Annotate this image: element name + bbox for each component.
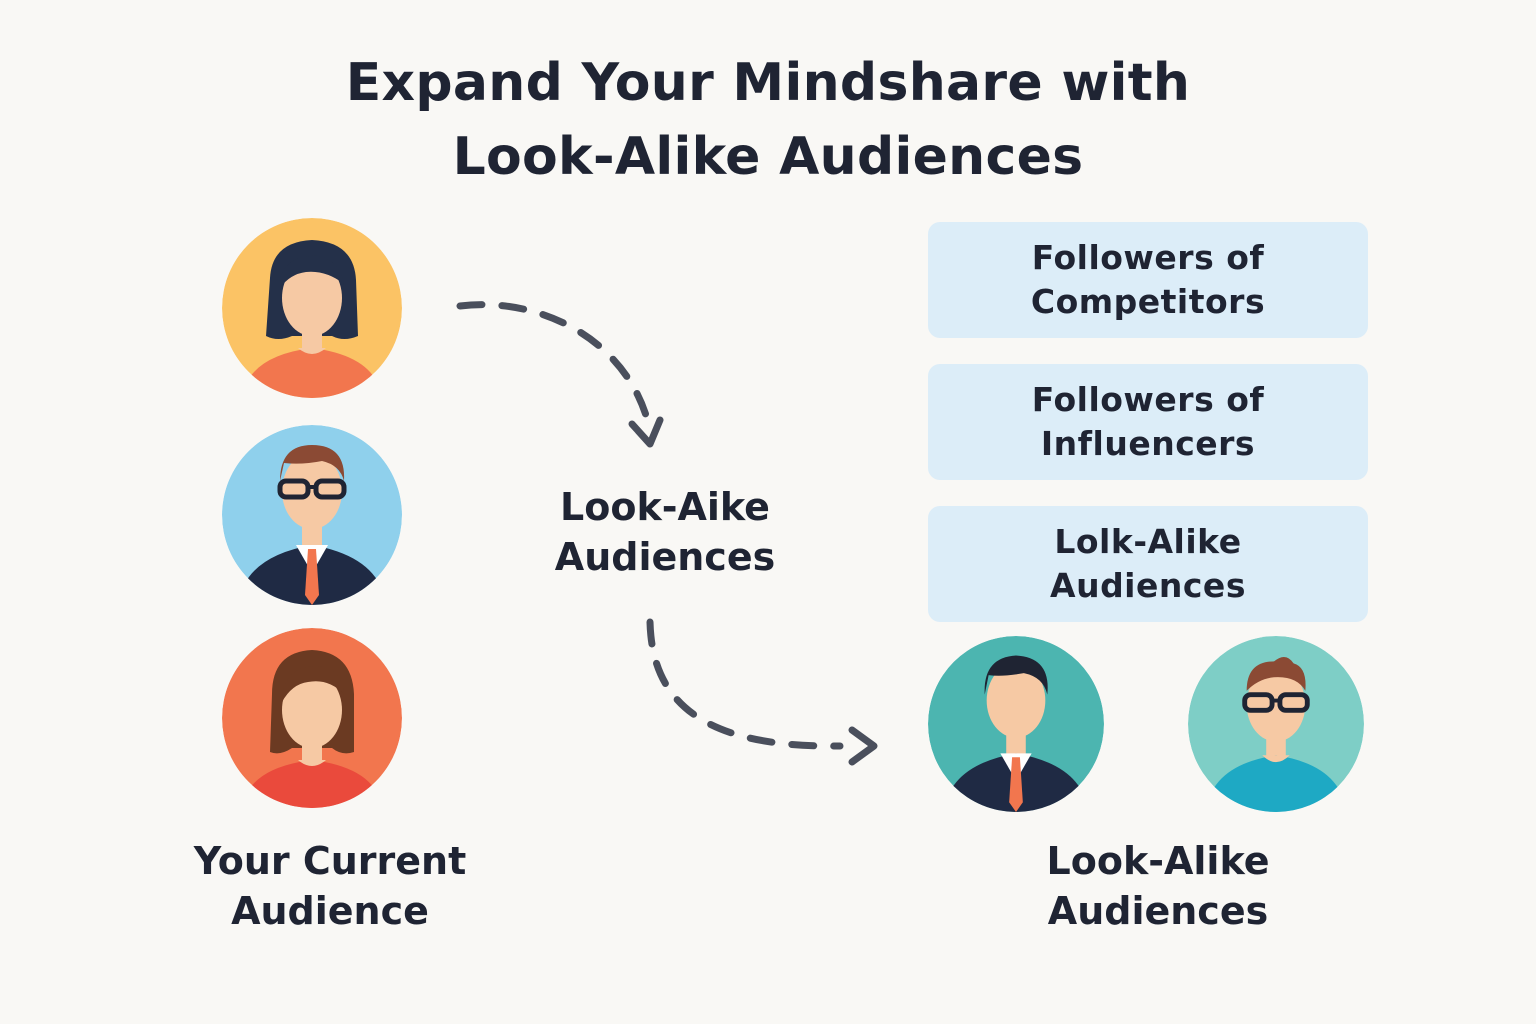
current-audience-avatar-woman-1 <box>222 218 402 398</box>
current-audience-avatar-man-1 <box>222 425 402 605</box>
box-lookalike-audiences: Lolk-Alike Audiences <box>928 506 1368 622</box>
lookalike-label-line-1: Look-Alike <box>1046 839 1270 883</box>
woman-avatar-icon <box>222 628 402 808</box>
arrow-bottom-path <box>646 618 844 750</box>
box-1-line-1: Followers of <box>1031 238 1265 277</box>
center-label-line-2: Audiences <box>554 535 776 579</box>
current-audience-line-2: Audience <box>231 889 429 933</box>
arrow-top-head <box>628 416 664 448</box>
arrow-top-path <box>456 301 654 434</box>
arrow-bottom-head <box>848 726 878 766</box>
current-audience-label: Your Current Audience <box>160 836 500 936</box>
lookalike-audiences-label: Look-Alike Audiences <box>1000 836 1316 936</box>
center-lookalike-label: Look-Aike Audiences <box>520 482 810 582</box>
lookalike-avatar-man-1 <box>928 636 1104 812</box>
lookalike-label-line-2: Audiences <box>1047 889 1269 933</box>
box-followers-of-influencers: Followers of Influencers <box>928 364 1368 480</box>
box-1-line-2: Competitors <box>1030 282 1266 321</box>
lookalike-avatar-man-2 <box>1188 636 1364 812</box>
title-line-2: Look-Alike Audiences <box>452 127 1084 187</box>
box-2-line-1: Followers of <box>1031 380 1265 419</box>
businessman-avatar-icon <box>928 636 1104 812</box>
current-audience-avatar-woman-2 <box>222 628 402 808</box>
man-with-glasses-avatar-icon <box>1188 636 1364 812</box>
box-2-line-2: Influencers <box>1040 424 1256 463</box>
box-3-line-2: Audiences <box>1050 566 1246 605</box>
title-line-1: Expand Your Mindshare with <box>345 53 1191 113</box>
center-label-line-1: Look-Aike <box>560 485 770 529</box>
box-3-line-1: Lolk-Alike <box>1054 522 1242 561</box>
page-title: Expand Your Mindshare with Look-Alike Au… <box>0 46 1536 194</box>
woman-avatar-icon <box>222 218 402 398</box>
current-audience-line-1: Your Current <box>193 839 467 883</box>
box-followers-of-competitors: Followers of Competitors <box>928 222 1368 338</box>
businessman-avatar-icon <box>222 425 402 605</box>
